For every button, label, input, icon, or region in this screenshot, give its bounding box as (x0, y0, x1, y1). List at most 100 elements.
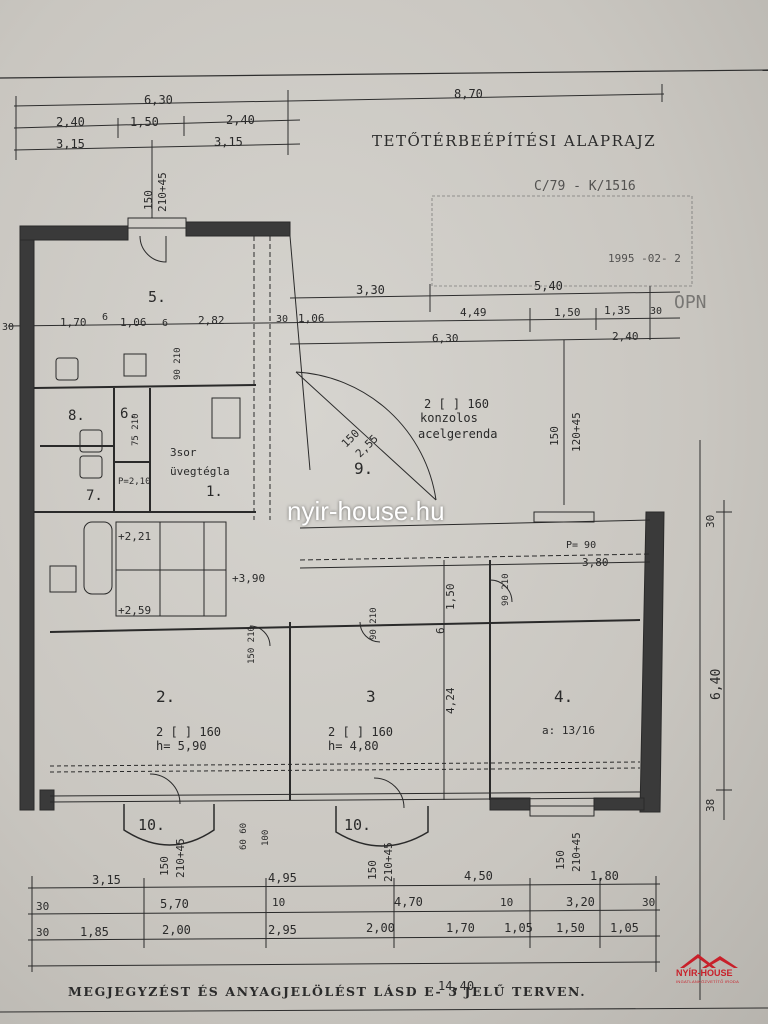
room-10b-label: 10. (344, 816, 371, 834)
dim-row-1-50: 1,50 (554, 306, 581, 319)
dim-b-5-70: 5,70 (160, 897, 189, 911)
house-roof-icon (680, 954, 738, 968)
height-note-2: h= 5,90 (156, 739, 207, 753)
stair-note: a: 13/16 (542, 724, 595, 737)
dim-6-30: 6,30 (144, 93, 173, 107)
parapet-note-1: P=2,10 (118, 477, 151, 487)
win-dim-3b: 210+45 (570, 832, 583, 872)
stamp-number: C/79 - K/1516 (534, 179, 636, 194)
dim-v-6-40: 6,40 (709, 669, 724, 700)
dim-row-6a: 6 (102, 312, 108, 323)
win-dim-2b: 210+45 (382, 842, 395, 882)
room-9-label: 9. (354, 459, 373, 478)
plan-footer-note: MEGJEGYZÉST ÉS ANYAGJELÖLÉST LÁSD E- 3 J… (68, 984, 587, 999)
dim-b-1-80: 1,80 (590, 869, 619, 883)
door-dim-a: 90 210 (173, 347, 183, 380)
glass-block-note: üvegtégla (170, 465, 230, 478)
win-dim-60: 60 60 (239, 823, 249, 850)
dim-b-1-05b: 1,05 (610, 921, 639, 935)
dim-v-150: 150 (548, 426, 561, 446)
dim-v-6: 6 (434, 627, 447, 634)
parapet-note-2: P= 90 (566, 540, 596, 551)
level-3: +2,59 (118, 604, 151, 617)
stamp-date: 1995 -02- 2 (608, 252, 681, 265)
dim-14-40: 14,40 (438, 979, 474, 993)
dim-b-1-85: 1,85 (80, 925, 109, 939)
dim-row-30b: 30 (276, 314, 288, 325)
dim-v-1-50: 1,50 (444, 584, 457, 611)
win-dim-1b: 210+45 (174, 838, 187, 878)
win-dim-1a: 150 (158, 856, 171, 876)
room-3-label: 3 (366, 687, 376, 706)
room-8-label: 8. (68, 408, 85, 424)
dim-row-1-06a: 1,06 (120, 316, 147, 329)
beam-note-1: 2 [ ] 160 (424, 397, 489, 411)
dim-3-30: 3,30 (356, 283, 385, 297)
door-dim-e: 150 210 (247, 626, 257, 664)
room-7-label: 7. (86, 488, 103, 504)
watermark: nyir-house.hu (287, 496, 445, 526)
win-dim-100: 100 (261, 830, 271, 846)
plan-title: TETŐTÉRBEÉPÍTÉSI ALAPRAJZ (372, 132, 657, 150)
dim-row-2-82: 2,82 (198, 314, 225, 327)
room-5-label: 5. (148, 288, 166, 306)
beam-note-2: 2 [ ] 160 (156, 725, 221, 739)
room-4-label: 4. (554, 687, 573, 706)
room-6-label: 6. (120, 406, 137, 422)
room-10a-label: 10. (138, 816, 165, 834)
logo-subtext: INGATLANKÖZVETÍTŐ IRODA (676, 979, 740, 984)
win-dim-3a: 150 (554, 850, 567, 870)
dim-row-30c: 30 (650, 306, 662, 317)
win-dim-2a: 150 (366, 860, 379, 880)
dim-b-30b: 30 (642, 896, 655, 909)
dim-3-15a: 3,15 (56, 137, 85, 151)
dim-2-40a: 2,40 (56, 115, 85, 129)
dim-b-4-70: 4,70 (394, 895, 423, 909)
dim-row-6-30: 6,30 (432, 332, 459, 345)
dim-row-1-06b: 1,06 (298, 312, 325, 325)
dim-1-50: 1,50 (130, 115, 159, 129)
dim-b-3-20: 3,20 (566, 895, 595, 909)
dim-b-30c: 30 (36, 926, 49, 939)
door-dim-d: 90 210 (501, 573, 511, 606)
room-1-label: 1. (206, 484, 223, 500)
dim-b-4-50: 4,50 (464, 869, 493, 883)
glass-rows-note: 3sor (170, 446, 197, 459)
dim-v-38: 38 (704, 799, 717, 812)
dim-b-10b: 10 (500, 896, 513, 909)
dim-8-70: 8,70 (454, 87, 483, 101)
nyir-house-logo: NYÍR-HOUSE INGATLANKÖZVETÍTŐ IRODA (676, 952, 742, 986)
dim-b-1-70: 1,70 (446, 921, 475, 935)
dim-b-1-50: 1,50 (556, 921, 585, 935)
dim-row-30: 30 (2, 322, 14, 333)
dim-row-4-49: 4,49 (460, 306, 487, 319)
dim-5-40: 5,40 (534, 279, 563, 293)
beam-note-3: 2 [ ] 160 (328, 725, 393, 739)
dim-2-40b: 2,40 (226, 113, 255, 127)
dim-b-2-00a: 2,00 (162, 923, 191, 937)
dim-3-80: 3,80 (582, 556, 609, 569)
dim-b-3-15: 3,15 (92, 873, 121, 887)
room-2-label: 2. (156, 687, 175, 706)
acelgerenda-note: acelgerenda (418, 427, 497, 441)
door-dim-b: 75 210 (131, 413, 141, 446)
dim-b-1-05a: 1,05 (504, 921, 533, 935)
height-note-3: h= 4,80 (328, 739, 379, 753)
level-2: +3,90 (232, 572, 265, 585)
dim-b-4-95: 4,95 (268, 871, 297, 885)
dim-v-120-45: 120+45 (570, 412, 583, 452)
dim-3-15b: 3,15 (214, 135, 243, 149)
dim-win-150: 150 (142, 190, 155, 210)
dim-row-1-70: 1,70 (60, 316, 87, 329)
dim-row-6b: 6 (162, 318, 168, 329)
level-1: +2,21 (118, 530, 151, 543)
logo-text: NYÍR-HOUSE (676, 968, 733, 978)
dim-b-10a: 10 (272, 896, 285, 909)
dim-v-4-24: 4,24 (444, 687, 457, 714)
dim-row-1-35: 1,35 (604, 304, 631, 317)
dim-row-2-40: 2,40 (612, 330, 639, 343)
door-dim-c: 90 210 (369, 607, 379, 640)
dim-b-2-00b: 2,00 (366, 921, 395, 935)
dim-b-30a: 30 (36, 900, 49, 913)
